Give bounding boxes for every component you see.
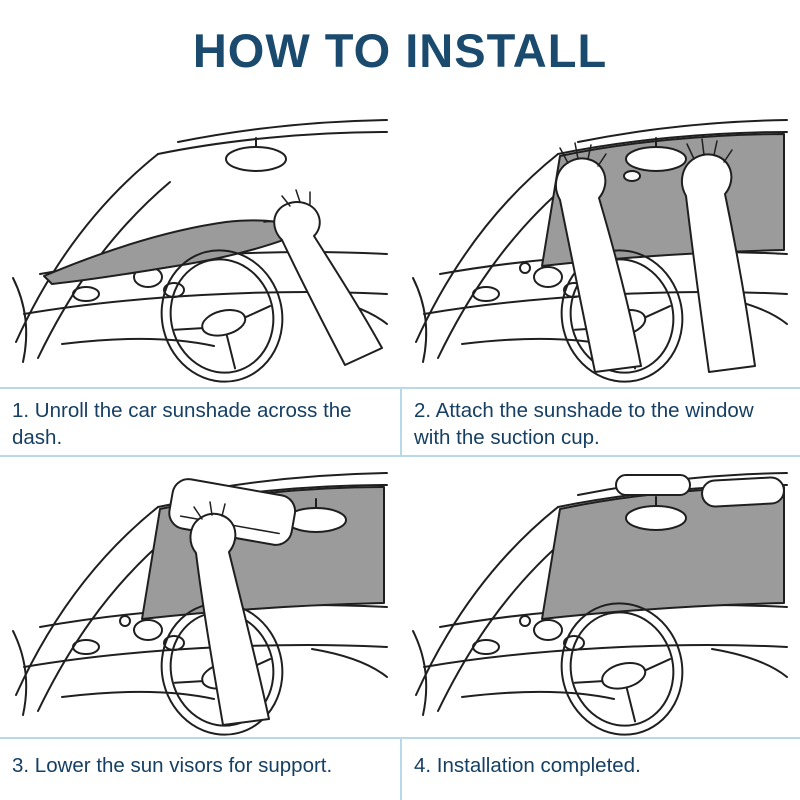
illustration-row-2 bbox=[0, 457, 800, 737]
page-title: HOW TO INSTALL bbox=[192, 23, 608, 77]
illustration-step-3 bbox=[12, 472, 388, 737]
step-3-panel bbox=[0, 457, 400, 737]
step-3-caption: 3. Lower the sun visors for support. bbox=[12, 754, 333, 777]
step-4-panel bbox=[400, 457, 800, 737]
rearview-mirror bbox=[225, 136, 287, 172]
step-2-panel bbox=[400, 100, 800, 387]
illustration-step-2 bbox=[412, 118, 788, 384]
hand-arm bbox=[273, 188, 383, 366]
illustration-row-1 bbox=[0, 100, 800, 387]
illustration-step-1 bbox=[12, 118, 388, 384]
right-hand-arm bbox=[681, 137, 756, 373]
sun-visor-left bbox=[615, 474, 691, 496]
hand-arm bbox=[189, 501, 270, 726]
caption-band-1: 1. Unroll the car sunshade across the da… bbox=[0, 387, 800, 457]
suction-cup bbox=[623, 169, 641, 182]
step-1-panel bbox=[0, 100, 400, 387]
title-bar: HOW TO INSTALL bbox=[0, 0, 800, 100]
illustration-step-4 bbox=[412, 472, 788, 737]
sun-visor-right bbox=[701, 476, 785, 508]
left-hand-arm bbox=[555, 141, 642, 373]
step-1-caption: 1. Unroll the car sunshade across the da… bbox=[12, 399, 352, 450]
caption-band-2: 3. Lower the sun visors for support. 4. … bbox=[0, 737, 800, 800]
step-2-caption: 2. Attach the sunshade to the window wit… bbox=[400, 389, 800, 455]
step-4-caption: 4. Installation completed. bbox=[400, 739, 800, 800]
